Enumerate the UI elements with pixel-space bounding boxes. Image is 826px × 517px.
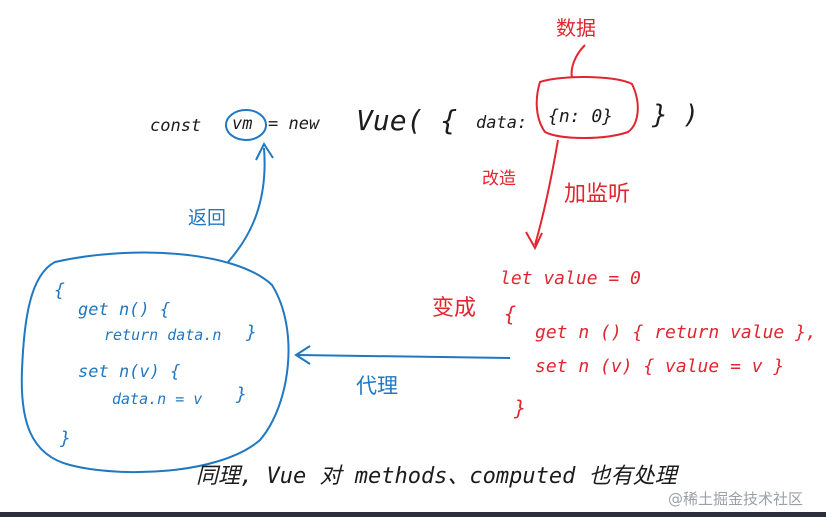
vm-variable: vm bbox=[232, 114, 253, 134]
label-gaizao: 改造 bbox=[482, 169, 516, 189]
data-key: data: bbox=[476, 113, 528, 133]
red-open-brace: { bbox=[504, 302, 517, 326]
red-setter: set n (v) { value = v } bbox=[535, 356, 785, 377]
bottom-note: 同理, Vue 对 methods、computed 也有处理 bbox=[196, 464, 677, 489]
red-getter: get n () { return value }, bbox=[535, 322, 817, 343]
blue-getter-close: } bbox=[246, 322, 257, 343]
watermark: @稀土掘金技术社区 bbox=[668, 490, 804, 508]
blue-return-arrow bbox=[227, 147, 266, 263]
blue-getter: get n() { bbox=[78, 300, 171, 320]
bottom-border bbox=[0, 512, 826, 517]
blue-close-brace: } bbox=[60, 428, 71, 449]
red-arrow-head-icon bbox=[525, 231, 543, 251]
blue-open-brace: { bbox=[54, 280, 65, 301]
blue-setter: set n(v) { bbox=[78, 362, 181, 382]
data-object: {n: 0} bbox=[548, 106, 614, 127]
red-let-value: let value = 0 bbox=[500, 268, 641, 289]
label-jiajianting: 加监听 bbox=[564, 182, 631, 207]
label-daili: 代理 bbox=[356, 374, 398, 398]
blue-setter-body: data.n = v bbox=[112, 390, 203, 408]
label-shuju: 数据 bbox=[556, 16, 596, 40]
const-keyword: const bbox=[150, 116, 202, 136]
blue-proxy-arrow-head-icon bbox=[294, 345, 311, 365]
equals-new-keyword: = new bbox=[268, 114, 320, 134]
blue-getter-body: return data.n bbox=[104, 326, 222, 344]
label-fanhui: 返回 bbox=[188, 207, 227, 229]
blue-proxy-arrow bbox=[297, 354, 511, 359]
vue-constructor: Vue( { bbox=[356, 104, 458, 137]
red-close-brace: } bbox=[514, 396, 527, 420]
red-data-object-outline bbox=[535, 76, 639, 139]
blue-vm-circle bbox=[225, 109, 267, 141]
red-transform-arrow bbox=[534, 139, 559, 246]
red-data-highlight-stroke bbox=[570, 44, 586, 79]
blue-setter-close: } bbox=[236, 384, 247, 405]
blue-proxy-blob bbox=[20, 251, 290, 474]
label-biancheng: 变成 bbox=[432, 296, 477, 321]
closing-brackets: } ) bbox=[652, 100, 699, 130]
blue-arrow-head-icon bbox=[255, 141, 274, 161]
